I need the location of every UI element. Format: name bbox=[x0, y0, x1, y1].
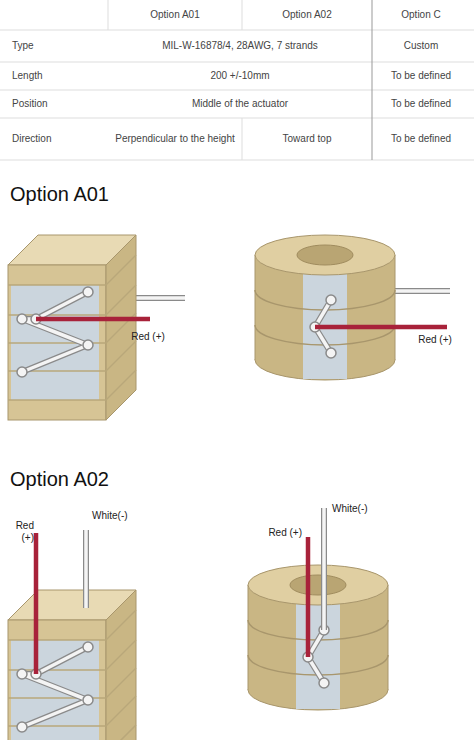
table-cell: Perpendicular to the height bbox=[110, 133, 240, 145]
wire-label: White(-) bbox=[92, 510, 152, 522]
wire-label: Red (+) bbox=[230, 527, 302, 539]
row-header: Length bbox=[12, 70, 106, 82]
table-cell: To be defined bbox=[370, 70, 472, 82]
row-header: Position bbox=[12, 98, 106, 110]
row-header: Type bbox=[12, 40, 106, 52]
wire-label: Red (+) bbox=[118, 331, 178, 343]
ring-actuator bbox=[255, 235, 450, 380]
stack-actuator bbox=[8, 530, 136, 740]
section-heading: Option A02 bbox=[10, 467, 210, 491]
row-header: Direction bbox=[12, 133, 106, 145]
stack-actuator bbox=[8, 235, 185, 420]
ring-actuator bbox=[248, 508, 388, 710]
table-grid bbox=[0, 0, 474, 160]
column-header: Option C bbox=[370, 9, 472, 21]
table-cell: To be defined bbox=[370, 133, 472, 145]
wire-label: White(-) bbox=[332, 503, 392, 515]
table-cell: Custom bbox=[370, 40, 472, 52]
table-cell: Toward top bbox=[244, 133, 370, 145]
wire-label: Red (+) bbox=[405, 334, 465, 346]
section-heading: Option A01 bbox=[10, 182, 210, 206]
table-cell: To be defined bbox=[370, 98, 472, 110]
wire-label: Red (+) bbox=[2, 520, 34, 544]
column-header: Option A02 bbox=[242, 9, 372, 21]
table-cell: MIL-W-16878/4, 28AWG, 7 strands bbox=[108, 40, 372, 52]
column-header: Option A01 bbox=[108, 9, 242, 21]
table-cell: Middle of the actuator bbox=[108, 98, 372, 110]
table-cell: 200 +/-10mm bbox=[108, 70, 372, 82]
